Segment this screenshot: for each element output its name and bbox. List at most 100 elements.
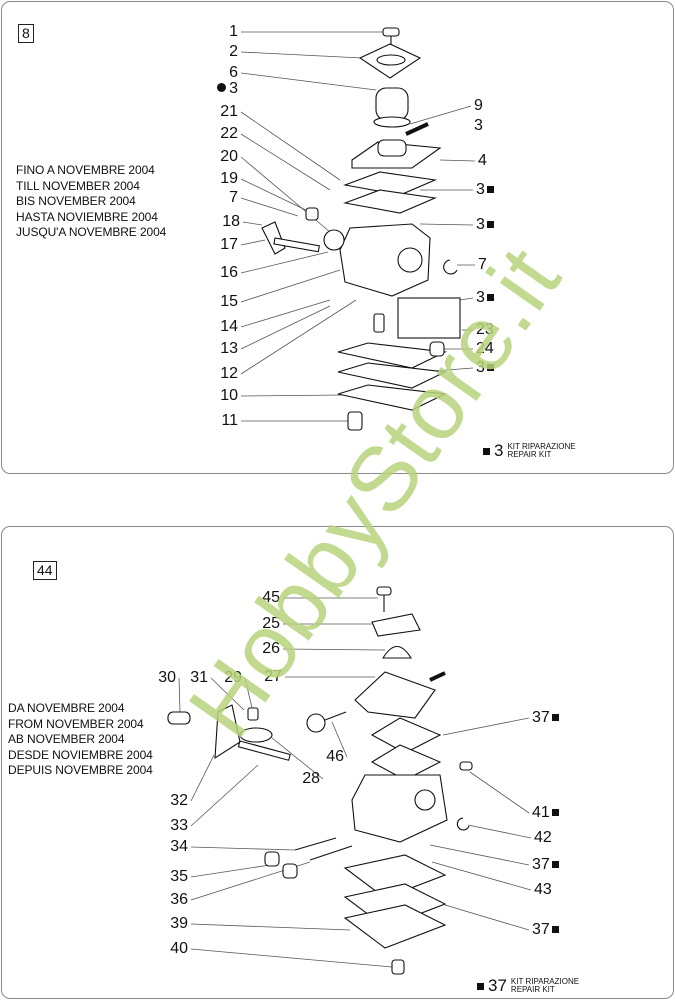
leader-line bbox=[431, 861, 532, 891]
note-line: AB NOVEMBER 2004 bbox=[8, 732, 125, 747]
gasket-part bbox=[370, 717, 442, 754]
callout-number: 34 bbox=[170, 838, 188, 855]
callout-label: 18 bbox=[222, 213, 240, 231]
leader-line bbox=[210, 677, 245, 711]
throttle-lever-part bbox=[214, 704, 241, 760]
metering-gasket-part bbox=[343, 854, 447, 899]
callout-number: 10 bbox=[220, 387, 238, 404]
leader-line bbox=[190, 923, 351, 931]
leader-line bbox=[240, 133, 331, 191]
callout-number: 28 bbox=[302, 770, 320, 787]
callout-number: 30 bbox=[158, 669, 176, 686]
callout-label: 29 bbox=[224, 669, 242, 687]
date-note-until-nov-2004: FINO A NOVEMBRE 2004 TILL NOVEMBER 2004 … bbox=[16, 163, 166, 241]
callout-number: 13 bbox=[220, 340, 238, 357]
callout-label: 41 bbox=[532, 804, 559, 822]
note-line: DESDE NOVIEMBRE 2004 bbox=[8, 747, 153, 762]
leader-line bbox=[190, 846, 296, 851]
metering-cover-part bbox=[343, 904, 447, 949]
callout-number: 7 bbox=[229, 189, 238, 206]
leader-line bbox=[240, 72, 377, 91]
callout-number: 32 bbox=[170, 792, 188, 809]
leader-line bbox=[282, 648, 386, 651]
carburetor-parts-bottom bbox=[167, 586, 473, 975]
callout-number: 20 bbox=[220, 148, 238, 165]
leader-line bbox=[409, 105, 472, 125]
callout-label: 31 bbox=[190, 669, 208, 687]
callout-label: 21 bbox=[220, 103, 238, 121]
callout-number: 21 bbox=[220, 103, 238, 120]
callout-label: 10 bbox=[220, 387, 238, 405]
square-marker-icon bbox=[483, 447, 490, 455]
callout-label: 14 bbox=[220, 318, 238, 336]
callout-number: 19 bbox=[220, 170, 238, 187]
primer-bulb-part bbox=[382, 645, 412, 659]
throttle-lever-part bbox=[261, 221, 286, 255]
leader-line bbox=[240, 269, 341, 303]
callout-label: 25 bbox=[262, 615, 280, 633]
legend-number: 37 bbox=[488, 976, 507, 995]
callout-label: 35 bbox=[170, 868, 188, 886]
callout-number: 18 bbox=[222, 213, 240, 230]
callout-label: 13 bbox=[220, 340, 238, 358]
carburetor-body-part bbox=[339, 223, 431, 297]
leader-line bbox=[244, 677, 253, 709]
callout-number: 3 bbox=[229, 80, 238, 97]
leader-line bbox=[240, 251, 329, 274]
leader-line bbox=[419, 223, 474, 226]
callout-label: 11 bbox=[221, 412, 238, 430]
callout-number: 22 bbox=[220, 125, 238, 142]
leader-line bbox=[271, 737, 324, 780]
callout-number: 27 bbox=[264, 668, 282, 685]
leader-line bbox=[459, 297, 474, 301]
square-marker-icon bbox=[486, 221, 494, 228]
bottom-screw-part bbox=[347, 411, 363, 431]
callout-number: 37 bbox=[532, 856, 550, 873]
callout-number: 4 bbox=[478, 152, 487, 169]
callout-number: 3 bbox=[474, 117, 483, 134]
leader-line bbox=[240, 156, 331, 233]
callout-label: 3 bbox=[474, 117, 483, 135]
callout-number: 26 bbox=[262, 640, 280, 657]
pump-body-part bbox=[354, 671, 436, 719]
screw-part bbox=[382, 27, 400, 37]
callout-label: 20 bbox=[220, 148, 238, 166]
note-line: JUSQU'A NOVEMBRE 2004 bbox=[16, 225, 167, 240]
callout-number: 45 bbox=[262, 589, 280, 606]
leader-line bbox=[240, 178, 311, 213]
callout-number: 37 bbox=[532, 921, 550, 938]
leader-line bbox=[240, 299, 357, 375]
callout-number: 11 bbox=[221, 412, 238, 429]
callout-label: 23 bbox=[476, 321, 494, 339]
callout-label: 32 bbox=[170, 792, 188, 810]
square-marker-icon bbox=[551, 861, 559, 868]
note-line: FROM NOVEMBER 2004 bbox=[8, 716, 144, 731]
callout-number: 41 bbox=[532, 804, 550, 821]
leader-line bbox=[240, 394, 346, 397]
callout-label: 37 bbox=[532, 921, 559, 939]
leader-line bbox=[190, 754, 215, 802]
callout-number: 40 bbox=[170, 940, 188, 957]
callout-label: 16 bbox=[220, 264, 238, 282]
callout-label: 33 bbox=[170, 817, 188, 835]
callout-number: 3 bbox=[476, 359, 485, 376]
callout-label: 40 bbox=[170, 940, 188, 958]
leader-line bbox=[240, 305, 331, 350]
callout-number: 16 bbox=[220, 264, 238, 281]
callout-label: 39 bbox=[170, 915, 188, 933]
leader-line bbox=[242, 221, 263, 226]
square-marker-icon bbox=[486, 186, 494, 193]
leader-line bbox=[190, 948, 393, 968]
callout-label: 27 bbox=[264, 668, 282, 686]
metering-cover-part bbox=[337, 384, 447, 411]
note-line: BIS NOVEMBER 2004 bbox=[16, 194, 136, 209]
date-note-from-nov-2004: DA NOVEMBRE 2004 FROM NOVEMBER 2004 AB N… bbox=[8, 701, 153, 779]
square-marker-icon bbox=[477, 982, 484, 990]
callout-label: 12 bbox=[220, 365, 238, 383]
note-line: DEPUIS NOVEMBRE 2004 bbox=[8, 763, 153, 778]
